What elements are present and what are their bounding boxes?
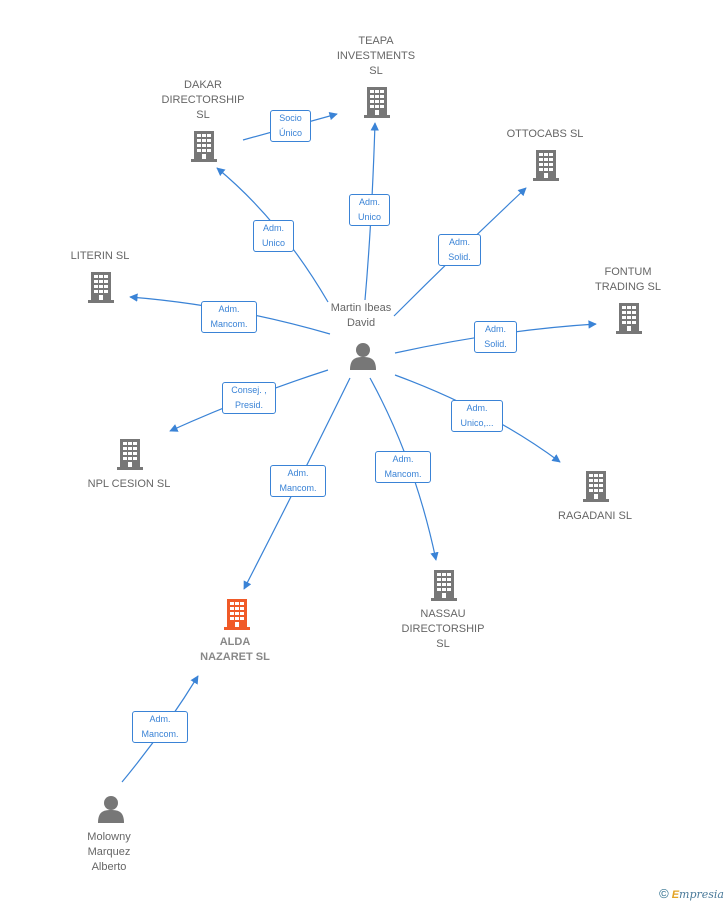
relation-label: Adm. Solid. <box>474 321 517 353</box>
relation-label: Consej. , Presid. <box>222 382 276 414</box>
relation-label: Adm. Unico <box>253 220 294 252</box>
person-name-center[interactable]: Martin Ibeas David <box>330 302 392 329</box>
company-name-npl[interactable]: NPL CESION SL <box>87 478 171 490</box>
building-icon <box>364 87 390 118</box>
building-icon <box>88 272 114 303</box>
company-name-dakar[interactable]: DAKAR DIRECTORSHIP SL <box>161 79 245 121</box>
company-name-ragadani[interactable]: RAGADANI SL <box>558 510 632 522</box>
building-icon <box>583 471 609 502</box>
company-name-teapa[interactable]: TEAPA INVESTMENTS SL <box>336 35 416 77</box>
building-icon <box>533 150 559 181</box>
building-icon-highlight <box>224 599 250 630</box>
building-icon <box>431 570 457 601</box>
brand-logo-text: mpresia <box>679 888 724 901</box>
relation-label: Adm. Mancom. <box>270 465 326 497</box>
person-icon <box>98 796 124 823</box>
relation-label: Adm. Solid. <box>438 234 481 266</box>
relation-label: Socio Único <box>270 110 311 142</box>
company-name-alda[interactable]: ALDA NAZARET SL <box>200 636 270 663</box>
person-icon <box>350 343 376 370</box>
relation-label: Adm. Unico,... <box>451 400 503 432</box>
company-name-fontum[interactable]: FONTUM TRADING SL <box>594 266 661 293</box>
company-name-nassau[interactable]: NASSAU DIRECTORSHIP SL <box>401 608 485 650</box>
relation-label: Adm. Mancom. <box>375 451 431 483</box>
relation-label: Adm. Unico <box>349 194 390 226</box>
relation-label: Adm. Mancom. <box>201 301 257 333</box>
relation-label: Adm. Mancom. <box>132 711 188 743</box>
building-icon <box>616 303 642 334</box>
building-icon <box>191 131 217 162</box>
company-name-literin[interactable]: LITERIN SL <box>70 250 130 262</box>
footer-brand: ©Empresia <box>659 886 724 901</box>
building-icon <box>117 439 143 470</box>
person-name-molowny[interactable]: Molowny Marquez Alberto <box>87 831 131 873</box>
copyright-icon: © <box>659 886 669 901</box>
company-name-ottocabs[interactable]: OTTOCABS SL <box>506 128 584 140</box>
brand-logo-initial: E <box>671 889 680 901</box>
